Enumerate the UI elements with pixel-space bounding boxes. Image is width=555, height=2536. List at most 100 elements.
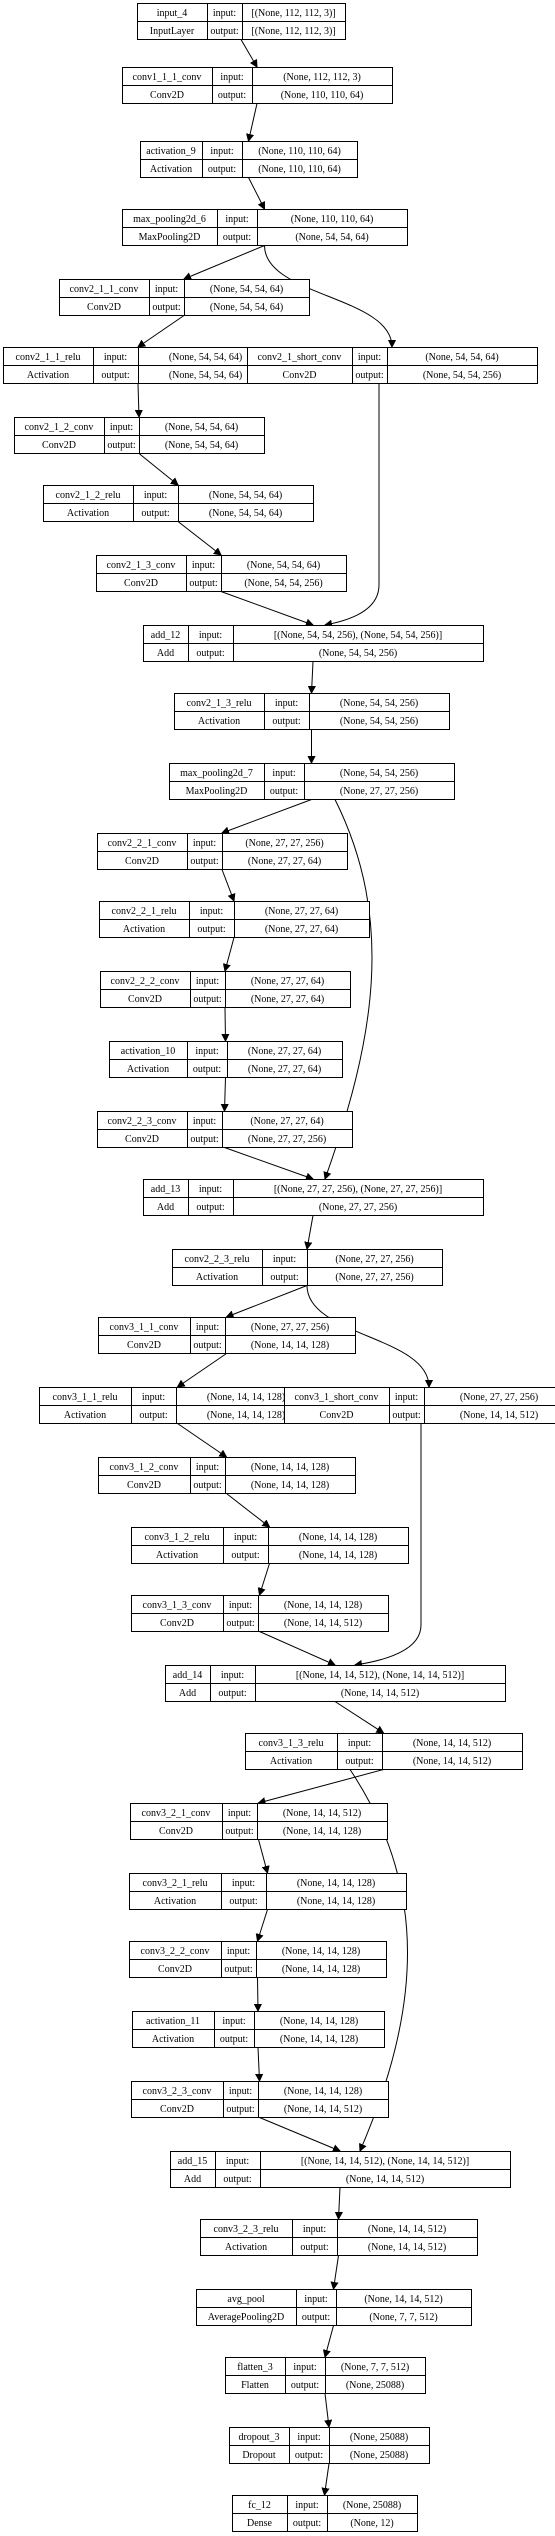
edge-conv2-1-1-conv-to-conv2-1-1-relu xyxy=(138,315,185,348)
layer-name: activation_9 xyxy=(146,146,195,157)
layer-node-conv2-2-3-relu: conv2_2_3_reluActivationinput:output:(No… xyxy=(172,1249,443,1286)
output-label: output: xyxy=(226,1618,254,1629)
layer-type: InputLayer xyxy=(150,26,195,37)
layer-name: conv2_1_3_conv xyxy=(107,560,176,571)
layer-name: conv3_1_short_conv xyxy=(295,1392,379,1403)
output-label: output: xyxy=(190,856,218,867)
output-label: output: xyxy=(270,786,298,797)
layer-type: Conv2D xyxy=(87,302,121,313)
output-shape: (None, 54, 54, 256) xyxy=(244,578,322,589)
layer-type: Conv2D xyxy=(42,440,76,451)
input-shape: (None, 14, 14, 128) xyxy=(282,1946,360,1957)
output-shape: (None, 14, 14, 128) xyxy=(207,1410,285,1421)
input-label: input: xyxy=(210,146,233,157)
output-label: output: xyxy=(345,1756,373,1767)
output-label: output: xyxy=(197,924,225,935)
output-shape: (None, 27, 27, 64) xyxy=(248,1064,321,1075)
layer-type: Conv2D xyxy=(283,370,317,381)
input-shape: (None, 25088) xyxy=(343,2500,401,2511)
layer-type: Dropout xyxy=(242,2450,276,2461)
input-label: input: xyxy=(199,630,222,641)
layer-name: input_4 xyxy=(157,8,188,19)
output-label: output: xyxy=(218,90,246,101)
layer-name: conv2_1_1_conv xyxy=(70,284,139,295)
layer-node-conv3-1-1-relu: conv3_1_1_reluActivationinput:output:(No… xyxy=(39,1387,317,1424)
layer-node-conv2-1-3-relu: conv2_1_3_reluActivationinput:output:(No… xyxy=(174,693,450,730)
input-shape: (None, 27, 27, 256) xyxy=(335,1254,413,1265)
layer-name: conv3_1_2_conv xyxy=(110,1462,179,1473)
output-shape: (None, 14, 14, 128) xyxy=(283,1826,361,1837)
layer-name: conv3_1_3_relu xyxy=(259,1738,324,1749)
layer-node-avg-pool: avg_poolAveragePooling2Dinput:output:(No… xyxy=(196,2289,472,2326)
edge-add-14-to-conv3-1-3-relu xyxy=(334,1701,384,1734)
output-shape: (None, 54, 54, 256) xyxy=(319,648,397,659)
input-shape: (None, 27, 27, 256) xyxy=(245,838,323,849)
output-shape: (None, 27, 27, 256) xyxy=(248,1134,326,1145)
output-shape: (None, 14, 14, 128) xyxy=(297,1896,375,1907)
input-shape: (None, 110, 110, 64) xyxy=(291,214,374,225)
output-label: output: xyxy=(101,370,129,381)
edge-conv2-2-3-relu-to-conv3-1-1-conv xyxy=(227,1285,308,1318)
layer-name: conv2_1_short_conv xyxy=(258,352,342,363)
output-label: output: xyxy=(152,302,180,313)
layer-name: conv3_1_1_conv xyxy=(110,1322,179,1333)
input-shape: (None, 54, 54, 64) xyxy=(210,284,283,295)
layer-node-conv3-1-2-conv: conv3_1_2_convConv2Dinput:output:(None, … xyxy=(98,1457,356,1494)
input-shape: (None, 27, 27, 64) xyxy=(248,1046,321,1057)
layer-type: Conv2D xyxy=(160,2104,194,2115)
input-shape: (None, 25088) xyxy=(350,2432,408,2443)
edge-conv3-2-3-relu-to-avg-pool xyxy=(334,2255,339,2290)
output-shape: (None, 14, 14, 128) xyxy=(251,1480,329,1491)
layer-node-activation-11: activation_11Activationinput:output:(Non… xyxy=(132,2011,385,2048)
layer-name: add_13 xyxy=(151,1184,180,1195)
input-shape: (None, 7, 7, 512) xyxy=(341,2362,409,2373)
input-label: input: xyxy=(196,1322,219,1333)
layer-node-conv2-2-3-conv: conv2_2_3_convConv2Dinput:output:(None, … xyxy=(97,1111,353,1148)
input-label: input: xyxy=(225,214,248,225)
layer-name: conv2_2_3_relu xyxy=(185,1254,250,1265)
layer-type: Activation xyxy=(127,1064,169,1075)
layer-node-conv3-1-3-relu: conv3_1_3_reluActivationinput:output:(No… xyxy=(245,1733,523,1770)
output-shape: (None, 110, 110, 64) xyxy=(258,164,341,175)
output-shape: (None, 54, 54, 64) xyxy=(209,508,282,519)
layer-node-conv3-1-2-relu: conv3_1_2_reluActivationinput:output:(No… xyxy=(131,1527,409,1564)
output-shape: (None, 7, 7, 512) xyxy=(369,2312,437,2323)
output-shape: (None, 25088) xyxy=(346,2380,404,2391)
output-shape: (None, 12) xyxy=(350,2518,393,2529)
output-label: output: xyxy=(270,1272,298,1283)
layer-node-conv3-2-3-conv: conv3_2_3_convConv2Dinput:output:(None, … xyxy=(131,2081,389,2118)
input-label: input: xyxy=(304,2294,327,2305)
input-shape: (None, 14, 14, 128) xyxy=(207,1392,285,1403)
edge-max-pooling2d-6-to-conv2-1-short-conv xyxy=(264,245,393,348)
layer-node-conv2-1-3-conv: conv2_1_3_convConv2Dinput:output:(None, … xyxy=(96,555,347,592)
layer-type: Activation xyxy=(150,164,192,175)
layer-node-conv2-2-2-conv: conv2_2_2_convConv2Dinput:output:(None, … xyxy=(100,971,351,1008)
layer-name: add_14 xyxy=(173,1670,202,1681)
layer-node-conv3-1-short-conv: conv3_1_short_convConv2Dinput:output:(No… xyxy=(284,1387,555,1424)
output-label: output: xyxy=(392,1410,420,1421)
layer-node-conv3-1-3-conv: conv3_1_3_convConv2Dinput:output:(None, … xyxy=(131,1595,389,1632)
input-label: input: xyxy=(348,1738,371,1749)
layer-type: Conv2D xyxy=(158,1964,192,1975)
output-label: output: xyxy=(224,1964,252,1975)
input-shape: (None, 112, 112, 3) xyxy=(283,72,361,83)
layer-name: avg_pool xyxy=(227,2294,264,2305)
input-label: input: xyxy=(229,1600,252,1611)
layer-node-conv2-1-2-conv: conv2_1_2_convConv2Dinput:output:(None, … xyxy=(14,417,265,454)
output-label: output: xyxy=(107,440,135,451)
layer-type: Flatten xyxy=(241,2380,269,2391)
input-label: input: xyxy=(200,906,223,917)
layer-type: Activation xyxy=(123,924,165,935)
output-label: output: xyxy=(190,1134,218,1145)
output-shape: (None, 27, 27, 256) xyxy=(340,786,418,797)
edge-conv3-2-1-conv-to-conv3-2-1-relu xyxy=(258,1839,268,1874)
input-label: input: xyxy=(199,1184,222,1195)
edge-flatten-3-to-dropout-3 xyxy=(325,2393,329,2428)
input-shape: (None, 14, 14, 128) xyxy=(251,1462,329,1473)
output-label: output: xyxy=(193,994,221,1005)
